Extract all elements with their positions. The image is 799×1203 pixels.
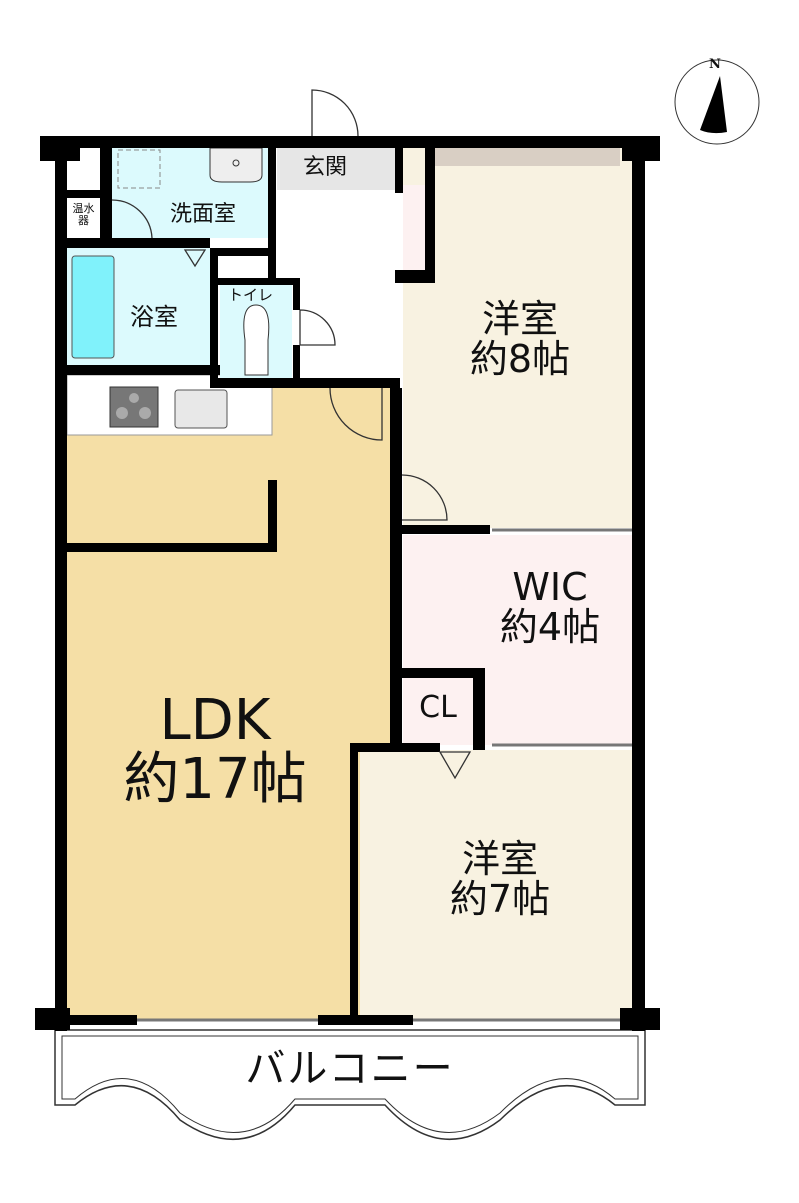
entrance-floor [277,148,397,190]
doors [111,89,632,1022]
entrance-label: 玄関 [303,155,348,180]
sink-icon [174,389,228,429]
closet-label: CL [419,690,457,725]
western7-floor [360,750,635,1020]
western8-label: 洋室約8帖 [440,297,600,381]
western8-name: 洋室 [481,297,558,341]
water-heater-line1: 温水 [72,202,95,215]
bath-label: 浴室 [130,303,178,331]
western7-label: 洋室約7帖 [420,837,580,921]
compass-icon [674,59,760,145]
toilet-icon [243,304,270,376]
balcony-outline [54,1029,646,1141]
water-heater-label: 温水器 [67,203,100,226]
bathtub-icon [71,255,115,359]
washroom-label: 洗面室 [170,202,237,227]
water-heater-line2: 器 [78,213,89,227]
western7-size: 約7帖 [449,876,551,921]
washbasin-icon [209,147,263,183]
western7-name: 洋室 [461,837,538,881]
western8-floor [403,148,635,528]
compass-label: N [709,57,721,72]
toilet-label: トイレ [228,286,274,304]
walls [35,136,660,1031]
wic-size: 約4帖 [499,604,601,649]
balcony-label: バルコニー [245,1046,455,1092]
closet-floor [403,678,473,745]
ldk-name: LDK [159,688,271,753]
ldk-floor [67,385,392,1020]
wic-name: WIC [512,565,588,609]
western8-size: 約8帖 [469,336,571,381]
ldk-size: 約17帖 [123,746,307,812]
